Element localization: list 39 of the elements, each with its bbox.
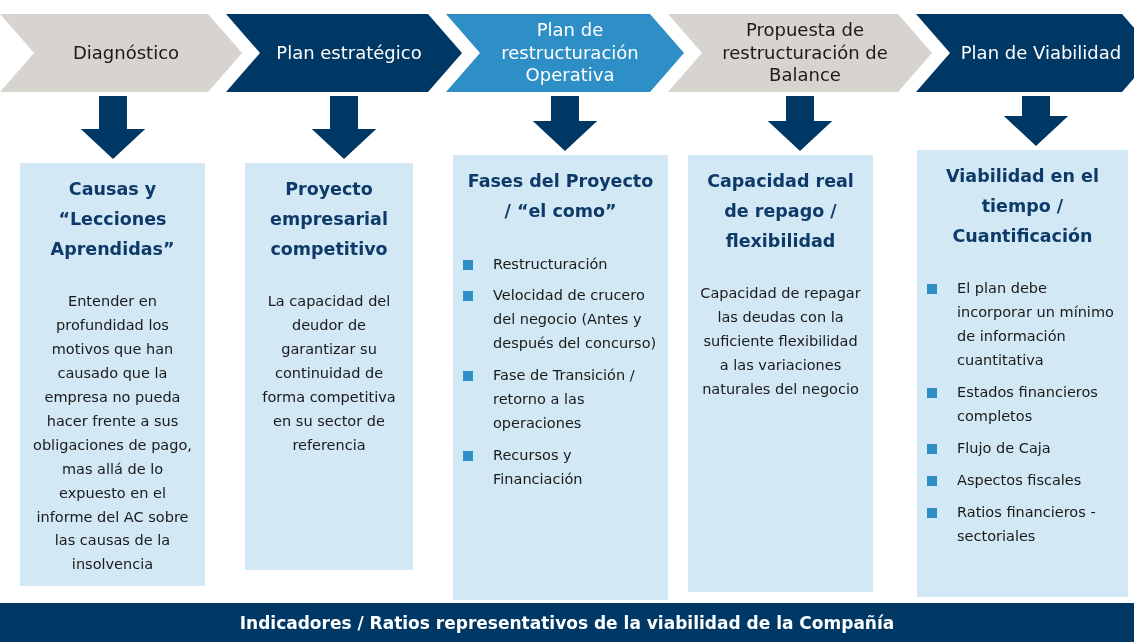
bullet-text: Recursos y Financiación (493, 446, 583, 487)
info-panel (917, 150, 1128, 597)
step-label: Plan de Viabilidad (960, 41, 1122, 65)
chevron-step (0, 14, 242, 92)
bullet-text: Ratios financieros - sectoriales (957, 503, 1096, 544)
panel-heading: Proyecto empresarial competitivo (269, 178, 389, 261)
bullet-text: El plan debe incorporar un mínimo de información cuantitativa (957, 280, 1114, 368)
bullet-text: Restructuración (493, 255, 608, 272)
panel-heading: Causas y “Lecciones Aprendidas” (49, 178, 176, 261)
bullet-text: Aspectos fiscales (957, 471, 1082, 488)
chevron-step (226, 14, 462, 92)
panel-text: Capacidad de repagar las deudas con la suficiente flexibilidad a las variaciones naturales del negocio (699, 284, 862, 399)
info-panel (453, 155, 668, 600)
block-arrow (311, 96, 377, 159)
panel-heading: Capacidad real de repago / flexibilidad (706, 170, 855, 253)
block-arrow (767, 96, 833, 151)
step-label: Plan de restructuración Operativa (500, 19, 640, 87)
chevron-step (446, 14, 684, 92)
panel-text: Entender en profundidad los motivos que han causado que la empresa no pueda hacer frente a sus obligaciones de pago, mas allá de lo expuesto en el informe del AC sobre las causas de la insolvencia (32, 292, 193, 575)
block-arrow (1003, 96, 1069, 146)
info-panel (20, 163, 205, 586)
bullet-text: Flujo de Caja (957, 439, 1051, 456)
panel-heading: Fases del Proyecto / “el como” (466, 170, 655, 223)
block-arrow (532, 96, 598, 151)
footer-text: Indicadores / Ratios representativos de la viabilidad de la Compañía (239, 612, 895, 633)
bullet-text: Estados financieros completos (957, 383, 1098, 424)
panel-heading: Viabilidad en el tiempo / Cuantificación (945, 165, 1100, 248)
info-panel (688, 155, 873, 592)
info-panel (245, 163, 413, 570)
step-label: Plan estratégico (276, 41, 422, 65)
bullet-text: Fase de Transición / retorno a las operaciones (493, 367, 635, 432)
chevron-step (668, 14, 932, 92)
step-label: Diagnóstico (72, 41, 180, 65)
block-arrow (80, 96, 146, 159)
footer-bar (0, 603, 1134, 642)
step-label: Propuesta de restructuración de Balance (721, 19, 889, 87)
chevron-step (916, 14, 1134, 92)
panel-text: La capacidad del deudor de garantizar su continuidad de forma competitiva en su sector de referencia (261, 292, 397, 455)
bullet-text: Velocidad de crucero del negocio (Antes y después del concurso) (493, 287, 657, 352)
